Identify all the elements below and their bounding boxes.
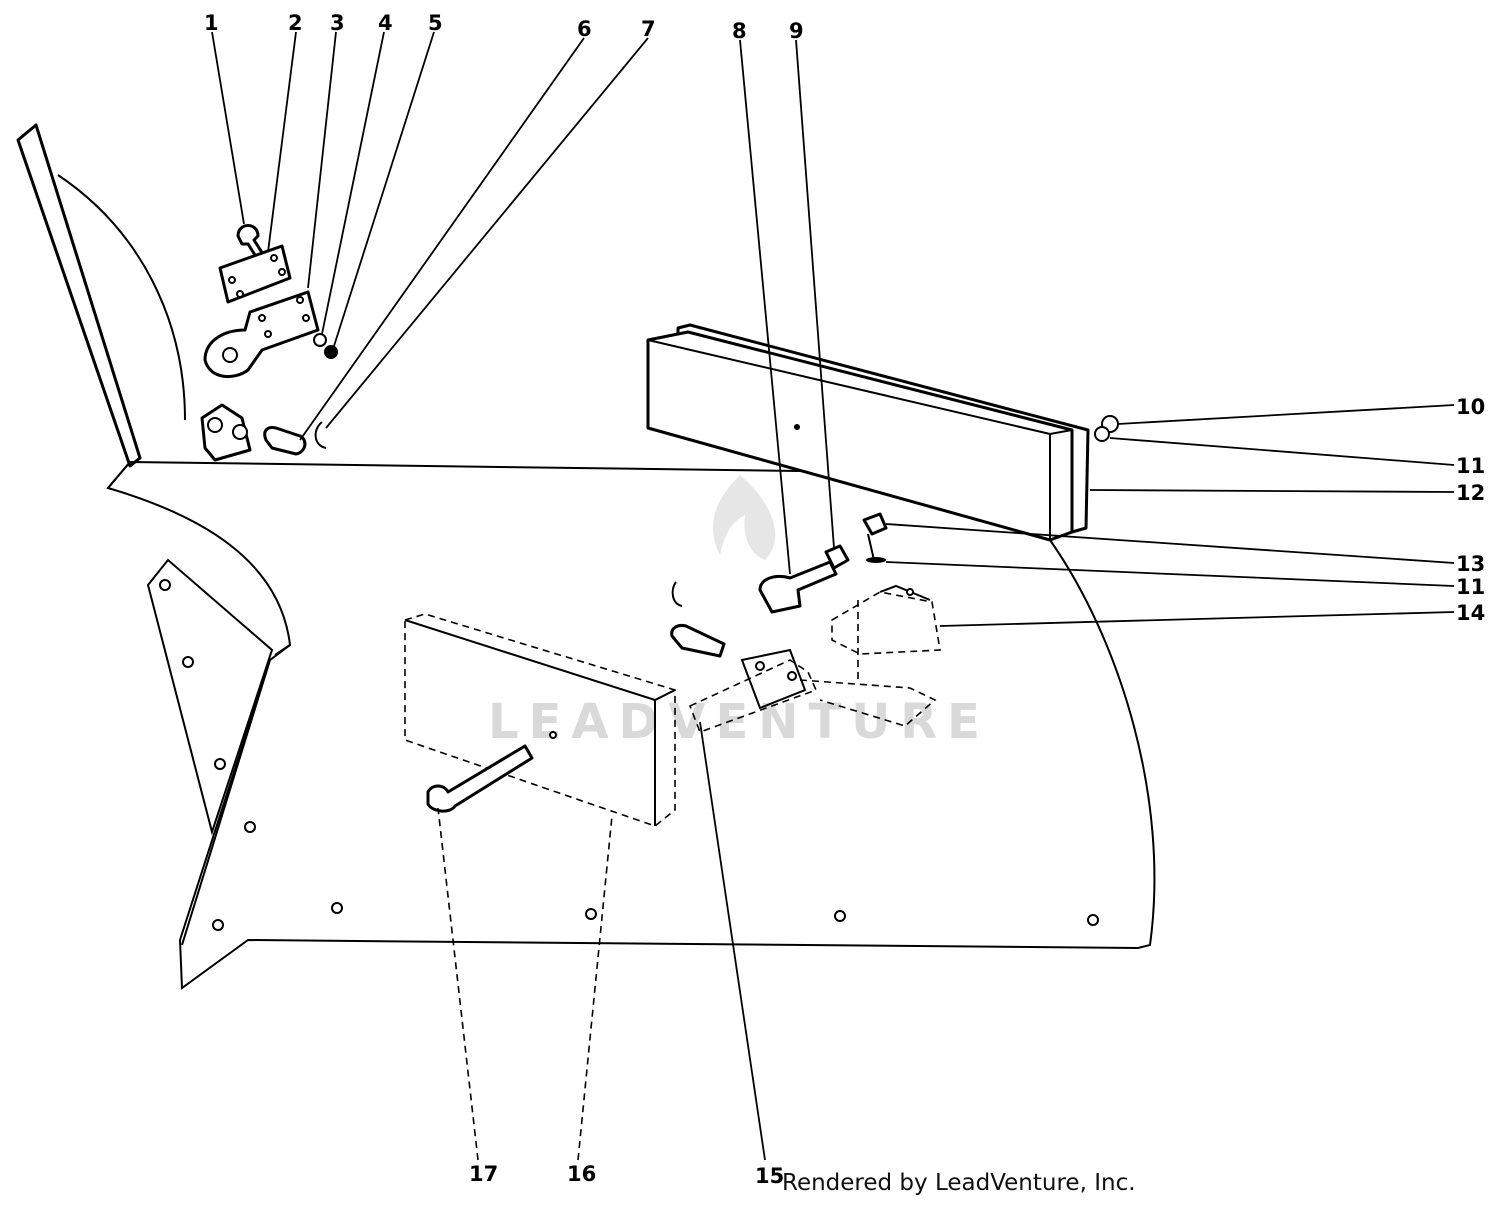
- part-15-pin: [670, 624, 726, 658]
- callout-4: 4: [378, 11, 393, 35]
- blade-wing-plate: [146, 558, 274, 836]
- callout-6: 6: [577, 17, 592, 41]
- watermark-text: LEADVENTURE: [488, 694, 990, 750]
- callout-17: 17: [469, 1162, 498, 1186]
- callout-1: 1: [204, 11, 219, 35]
- callout-8: 8: [732, 19, 747, 43]
- callout-5: 5: [428, 11, 443, 35]
- callout-13: 13: [1456, 552, 1485, 576]
- hinge-group: [200, 224, 338, 462]
- part-15-bracket: [688, 659, 818, 734]
- part-14-clamp: [831, 591, 941, 655]
- callout-9: 9: [789, 19, 804, 43]
- part-7-clip: [314, 421, 327, 449]
- callout-16: 16: [567, 1162, 596, 1186]
- callout-14: 14: [1456, 601, 1485, 625]
- part-17-bolt: [426, 744, 534, 813]
- watermark: LEADVENTURE: [488, 475, 990, 750]
- blade-rivets: [159, 481, 1099, 931]
- part-3-bracket: [203, 290, 320, 379]
- part-6-pin: [263, 426, 307, 456]
- callout-11-top: 11: [1456, 454, 1485, 478]
- blade-outline: [106, 460, 1156, 990]
- part-5-nut: [324, 345, 338, 359]
- part-11-washer: [1094, 426, 1110, 442]
- callout-2: 2: [288, 11, 303, 35]
- callout-12: 12: [1456, 481, 1485, 505]
- part-13-bolt: [862, 512, 888, 536]
- callout-10: 10: [1456, 395, 1485, 419]
- watermark-flame-icon: [712, 475, 776, 560]
- callout-11-bottom: 11: [1456, 575, 1485, 599]
- callout-7: 7: [641, 17, 656, 41]
- part-16-pad: [404, 613, 676, 827]
- part-4-washer: [313, 333, 327, 347]
- blade-left-edge-strip: [16, 123, 142, 468]
- part-12-back-bar: [646, 323, 1119, 542]
- callout-15: 15: [755, 1164, 784, 1188]
- centre-hardware: [670, 512, 941, 734]
- part-8-bolt: [758, 560, 838, 614]
- callout-3: 3: [330, 11, 345, 35]
- blade-assembly: [16, 123, 1156, 990]
- pad-group: [404, 613, 676, 827]
- leader-lines: [211, 31, 1455, 1161]
- render-credit: Rendered by LeadVenture, Inc.: [782, 1170, 1136, 1196]
- callout-labels: 1 2 3 4 5 6 7 8 9 10 11 12 13 11 14 17 1…: [204, 11, 1485, 1188]
